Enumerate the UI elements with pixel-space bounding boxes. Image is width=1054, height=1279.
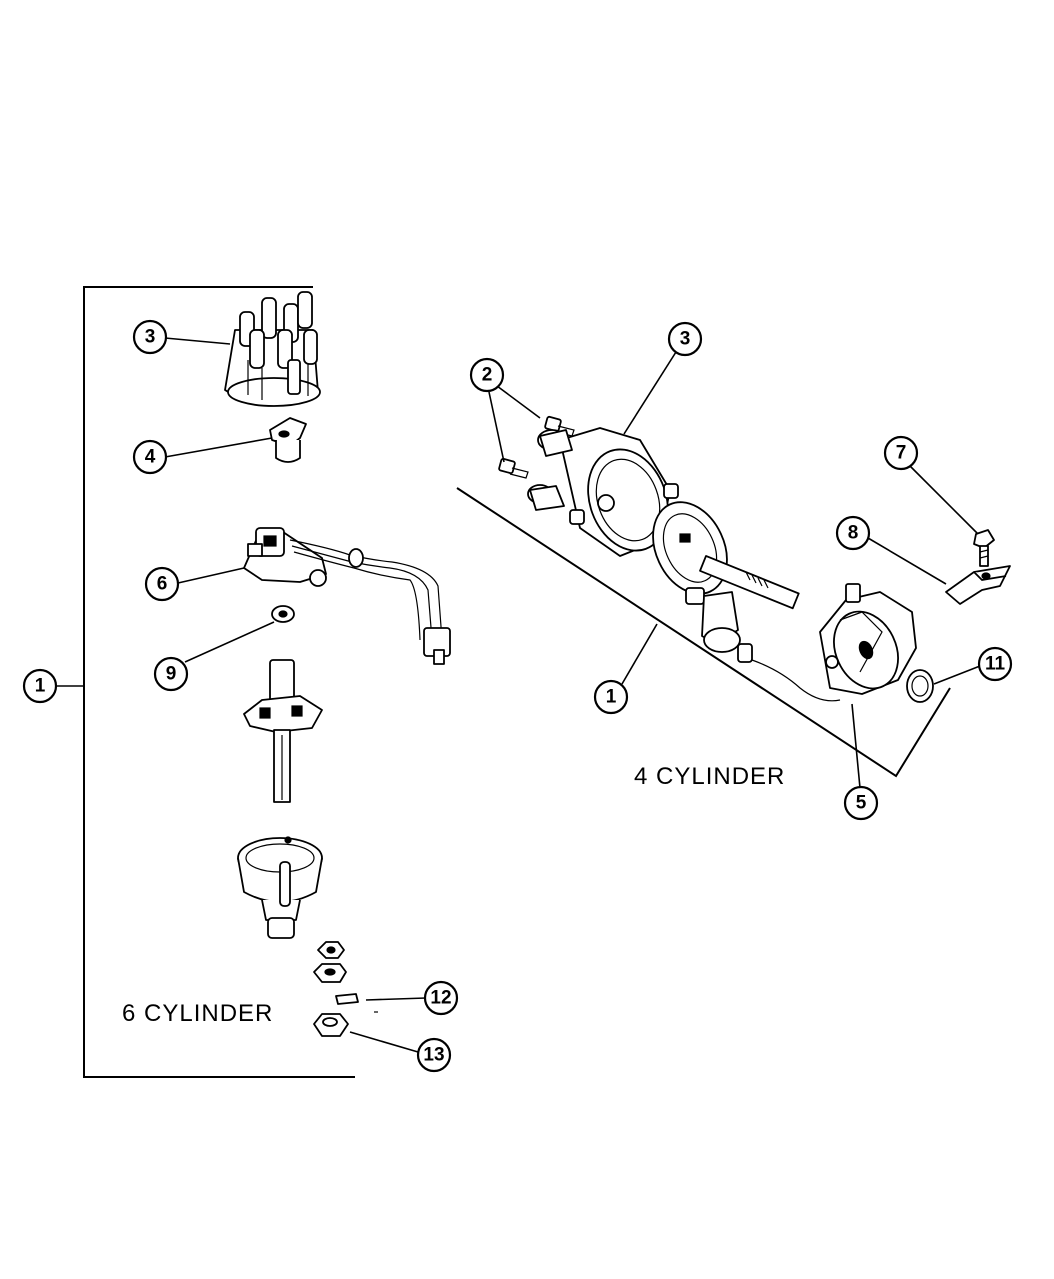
six-callout-4-leader [164, 437, 273, 458]
four-callout-2-leader-a [496, 385, 541, 419]
six-cylinder-bracket [83, 286, 355, 1078]
four-callout-5: 5 [843, 785, 879, 821]
four-rotor-shaft [652, 501, 800, 610]
four-callout-11: 11 [977, 646, 1013, 682]
four-cylinder-label: 4 CYLINDER [634, 763, 785, 790]
six-rotor [269, 417, 307, 463]
six-callout-3-label: 3 [145, 327, 156, 348]
four-callout-1-label: 1 [606, 687, 617, 708]
six-callout-13-leader [349, 1031, 419, 1053]
four-callout-2-label: 2 [482, 365, 493, 386]
four-callout-1: 1 [593, 679, 629, 715]
four-distributor-cap [527, 427, 679, 557]
four-callout-11-label: 11 [985, 654, 1006, 675]
six-callout-9-leader [184, 621, 275, 663]
six-callout-12-leader [365, 997, 427, 1001]
six-callout-6: 6 [144, 566, 180, 602]
six-callout-12: 12 [423, 980, 459, 1016]
four-callout-8-leader [867, 537, 947, 585]
four-callout-11-leader [933, 665, 981, 685]
four-cylinder-bracket [456, 487, 951, 778]
six-callout-9: 9 [153, 656, 189, 692]
four-callout-3-leader [623, 351, 677, 435]
four-callout-5-label: 5 [856, 793, 867, 814]
six-callout-1-label: 1 [35, 676, 46, 697]
six-hardware [313, 941, 378, 1037]
six-callout-13: 13 [416, 1037, 452, 1073]
four-hold-down-clamp [945, 565, 1011, 605]
four-callout-8: 8 [835, 515, 871, 551]
six-callout-13-label: 13 [423, 1045, 444, 1066]
six-callout-6-leader [177, 567, 245, 584]
four-callout-5-leader [851, 703, 861, 789]
six-distributor-shaft [243, 659, 323, 803]
six-distributor-housing [237, 836, 323, 939]
six-callout-6-label: 6 [157, 574, 168, 595]
six-cylinder-label: 6 CYLINDER [122, 1000, 273, 1027]
four-callout-7-leader [909, 465, 979, 535]
four-callout-3: 3 [667, 321, 703, 357]
four-callout-8-label: 8 [848, 523, 859, 544]
four-pickup-sensor [701, 591, 841, 702]
six-callout-4-label: 4 [145, 447, 156, 468]
four-callout-7: 7 [883, 435, 919, 471]
four-callout-2-leader-b [488, 391, 505, 463]
four-distributor-housing [819, 583, 917, 695]
four-callout-1-leader [621, 623, 658, 685]
four-callout-2: 2 [469, 357, 505, 393]
six-callout-9-label: 9 [166, 664, 177, 685]
six-retainer-clip [271, 605, 295, 623]
six-callout-12-label: 12 [430, 988, 451, 1009]
six-callout-3-leader [164, 337, 231, 345]
six-distributor-cap [224, 291, 321, 407]
six-callout-3: 3 [132, 319, 168, 355]
four-hold-down-bolt [973, 529, 995, 567]
six-callout-1: 1 [22, 668, 58, 704]
six-callout-4: 4 [132, 439, 168, 475]
four-callout-7-label: 7 [896, 443, 907, 464]
four-oil-seal [906, 669, 934, 703]
four-cylinder-group: 4 CYLINDER 1 2 3 5 7 [456, 321, 1013, 821]
four-callout-3-label: 3 [680, 329, 691, 350]
six-cylinder-group: 6 CYLINDER 1 3 4 6 9 12 [22, 286, 459, 1078]
six-pickup-assembly [243, 527, 451, 665]
